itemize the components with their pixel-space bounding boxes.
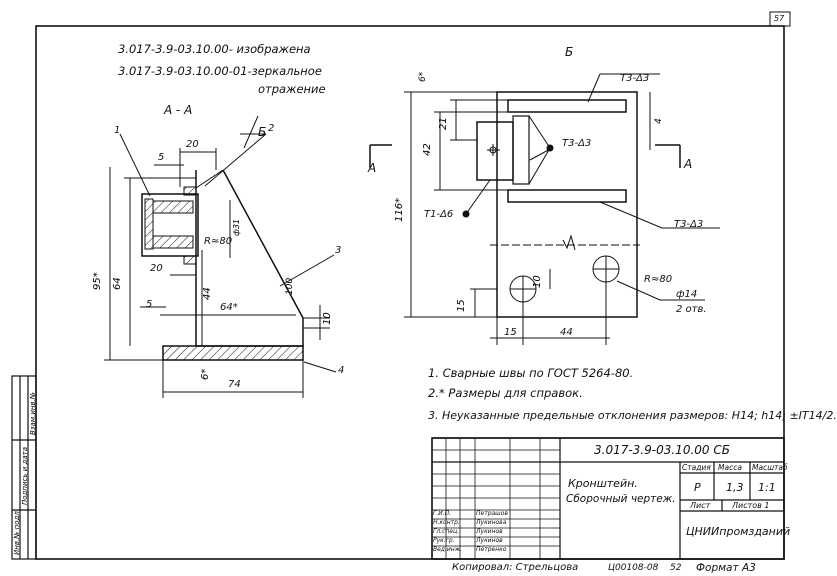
section-cut-a-left: А [368, 161, 377, 175]
mass-header: Масса [718, 463, 742, 472]
callout-3: 3 [335, 245, 342, 256]
role-nkontr: Н.контр. [433, 519, 460, 526]
dim-42: 42 [422, 143, 433, 156]
name-row2: Лукинова [476, 519, 507, 526]
stage-value: Р [694, 481, 701, 494]
dim-r80-aa: R≈80 [204, 236, 233, 247]
dim-21: 21 [438, 117, 449, 130]
dim-20-bottom: 20 [150, 263, 163, 274]
dim-6-star-aa: 6* [200, 368, 211, 380]
section-cut-a-right: А [684, 157, 693, 171]
dim-10-aa: 10 [322, 312, 333, 325]
header-note-line2: 3.017-3.9-03.10.00-01-зеркальное [118, 64, 322, 78]
page-number: 57 [774, 14, 785, 23]
dim-64-star: 64* [220, 302, 238, 313]
note-1: 1. Сварные швы по ГОСТ 5264-80. [428, 366, 634, 380]
note-2: 2.* Размеры для справок. [428, 386, 583, 400]
weld-label-top: Т3-Δ3 [620, 73, 650, 84]
doc-code: 3.017-3.9-03.10.00 СБ [594, 443, 730, 457]
side-stamp-inv: Инв.№ подл. [13, 508, 21, 555]
item-name-line1: Кронштейн. [568, 477, 638, 490]
dim-r80-b: R≈80 [644, 274, 673, 285]
side-stamp [11, 375, 37, 560]
role-vedinzh: Вед.инж. [433, 546, 462, 553]
scale-header: Масштаб [752, 463, 788, 472]
name-row3: Лукинов [476, 528, 503, 535]
footer-sheet-no: 52 [670, 563, 682, 573]
dim-116-star: 116* [394, 197, 405, 222]
scale-value: 1:1 [758, 481, 776, 494]
dim-holes-count: 2 отв. [676, 304, 707, 315]
dim-74: 74 [228, 379, 241, 390]
side-stamp-replace: Взам.инв.№ [29, 391, 37, 435]
dim-95-star: 95* [92, 272, 103, 290]
sheet-frame [35, 25, 785, 560]
dim-4-b: 4 [654, 118, 664, 124]
dim-15-horizontal: 15 [504, 327, 517, 338]
name-row4: Лукинов [476, 537, 503, 544]
callout-5: 5 [146, 299, 153, 310]
dim-15-vertical: 15 [456, 299, 467, 312]
dim-5-top: 5 [158, 152, 165, 163]
role-rukgr: Рук.гр. [433, 537, 455, 544]
view-b-title: Б [565, 45, 574, 59]
footer-format: Формат А3 [696, 562, 756, 574]
dim-64: 64 [112, 277, 123, 290]
weld-label-mid: Т3-Δ3 [562, 138, 592, 149]
note-3: 3. Неуказанные предельные отклонения раз… [428, 409, 837, 422]
view-b-drawing [369, 73, 720, 345]
section-aa-title: А - А [164, 103, 193, 117]
dim-44-b: 44 [560, 327, 573, 338]
header-note-line3: отражение [258, 82, 326, 96]
dim-phi31: ф31 [232, 218, 241, 236]
dim-phi14: ф14 [676, 289, 698, 300]
organization: ЦНИИпромзданий [686, 525, 791, 538]
drawing-sheet [11, 11, 791, 560]
dim-100: 100 [285, 277, 295, 295]
dim-20-top: 20 [186, 139, 199, 150]
header-note-line1: 3.017-3.9-03.10.00- изображена [118, 42, 311, 56]
name-row5: Пётренко [476, 546, 507, 553]
mass-value: 1,3 [726, 481, 744, 494]
stage-header: Стадия [682, 463, 711, 472]
page-number-box [769, 11, 791, 27]
view-b-arrow-label: Б [258, 125, 267, 139]
dim-44: 44 [202, 287, 213, 300]
callout-1: 1 [114, 125, 121, 136]
item-name-line2: Сборочный чертеж. [566, 493, 676, 505]
footer-copied: Копировал: Стрельцова [452, 562, 579, 573]
role-glspec: Гл.спец. [433, 528, 459, 535]
sheet-label: Лист [690, 501, 711, 510]
side-stamp-signature: Подпись и дата [21, 447, 29, 505]
sheets-label: Листов 1 [732, 501, 770, 510]
title-block-grid [431, 437, 785, 560]
callout-4: 4 [338, 365, 345, 376]
dim-10-b: 10 [532, 275, 543, 288]
callout-2: 2 [268, 123, 275, 134]
section-aa-drawing [104, 115, 337, 398]
dim-6-star-b: 6* [418, 71, 428, 82]
weld-label-right: Т3-Δ3 [674, 219, 704, 230]
role-gip: Г.И.П. [433, 510, 452, 517]
footer-order: Ц00108-08 [608, 563, 659, 573]
weld-label-left: Т1-Δ6 [424, 209, 454, 220]
name-row1: Петрашов [476, 510, 508, 517]
